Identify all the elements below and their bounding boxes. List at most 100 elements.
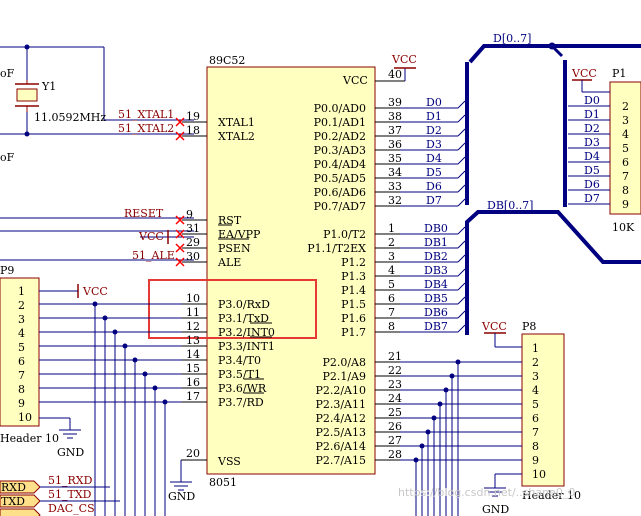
p1-vcc-label: VCC bbox=[571, 67, 597, 80]
d-net-label: D4 bbox=[426, 152, 442, 165]
mcu-right-pin-number: 4 bbox=[388, 264, 395, 277]
mcu-right-pin-name: P2.7/A15 bbox=[315, 454, 366, 467]
mcu-body[interactable] bbox=[206, 66, 376, 475]
mcu-comment: 8051 bbox=[209, 476, 237, 489]
bus-entry bbox=[457, 198, 466, 207]
p9-pin-number: 5 bbox=[18, 341, 25, 354]
mcu-vcc-pin-name: VCC bbox=[342, 74, 368, 87]
mcu-left-pin-number: 18 bbox=[186, 124, 200, 137]
bus-entry bbox=[457, 142, 466, 151]
mcu-right-pin-number: 34 bbox=[388, 166, 402, 179]
mcu-left-pin-number: 19 bbox=[186, 110, 200, 123]
p8-header-body[interactable] bbox=[521, 333, 565, 487]
bus-entry bbox=[457, 324, 466, 333]
mcu-left-pin-name: XTAL2 bbox=[218, 130, 255, 143]
mcu-left-pin-number: 14 bbox=[186, 348, 200, 361]
p1-header-body[interactable] bbox=[609, 81, 641, 215]
crystal-y1[interactable] bbox=[15, 80, 39, 112]
mcu-left-pin-name: P3.4/T0 bbox=[218, 354, 261, 367]
net-dac-cs: DAC_CS bbox=[48, 502, 95, 515]
mcu-right-pin-name: P1.1/T2EX bbox=[307, 242, 366, 255]
mcu-right-pin-number: 39 bbox=[388, 96, 402, 109]
mcu-right-pin-number: 24 bbox=[388, 392, 402, 405]
p8-pin-number: 8 bbox=[532, 440, 539, 453]
net-vcc-ea: VCC bbox=[138, 230, 164, 243]
p8-comment: Header 10 bbox=[522, 489, 581, 502]
p8-vcc-label: VCC bbox=[481, 320, 507, 333]
bus-d-top bbox=[468, 44, 641, 64]
p1-pin-number: 7 bbox=[622, 170, 629, 183]
cap-label-bottom: oF bbox=[0, 151, 15, 164]
p9-pin-number: 8 bbox=[18, 383, 25, 396]
mcu-right-pin-number: 25 bbox=[388, 406, 402, 419]
port-tag-txd-text: TXD bbox=[1, 495, 25, 508]
gnd-symbol bbox=[59, 429, 81, 439]
p9-designator: P9 bbox=[0, 264, 14, 277]
mcu-right-pin-name: P0.3/AD3 bbox=[314, 144, 366, 157]
p8-gnd-label: GND bbox=[482, 503, 509, 516]
mcu-left-pin-number: 29 bbox=[186, 236, 200, 249]
port-tag-txd[interactable]: TXD bbox=[0, 494, 41, 508]
d-net-label: D0 bbox=[426, 96, 442, 109]
bus-entry bbox=[457, 254, 466, 263]
net-51-txd: 51_TXD bbox=[48, 488, 92, 501]
mcu-right-pin-number: 22 bbox=[388, 364, 402, 377]
d-net-label: D5 bbox=[426, 166, 442, 179]
p1-pin-number: 5 bbox=[622, 142, 629, 155]
db-net-label: DB0 bbox=[424, 222, 448, 235]
bus-entry bbox=[457, 128, 466, 137]
mcu-right-pin-number: 36 bbox=[388, 138, 402, 151]
p8-pin-number: 2 bbox=[532, 356, 539, 369]
p1-value: 10K bbox=[612, 221, 635, 234]
bus-entry bbox=[457, 268, 466, 277]
mcu-right-pin-name: P0.1/AD1 bbox=[314, 116, 366, 129]
mcu-left-pin-name: P3.3/INT1 bbox=[218, 340, 275, 353]
p8-pin-number: 1 bbox=[532, 342, 539, 355]
mcu-vcc-pin-number: 40 bbox=[388, 68, 402, 81]
mcu-right-pin-name: P2.2/A10 bbox=[315, 384, 366, 397]
net-xtal1: 51_XTAL1 bbox=[118, 108, 174, 121]
db-net-label: DB1 bbox=[424, 236, 448, 249]
d-net-label: D1 bbox=[426, 110, 442, 123]
bus-db-label: DB[0..7] bbox=[487, 199, 533, 212]
p1-net-label: D2 bbox=[584, 122, 600, 135]
p1-net-label: D7 bbox=[584, 192, 600, 205]
junction bbox=[24, 44, 30, 50]
mcu-right-pin-number: 8 bbox=[388, 320, 395, 333]
p9-header-body[interactable] bbox=[0, 277, 40, 427]
p8-pin-number: 7 bbox=[532, 426, 539, 439]
d-net-label: D6 bbox=[426, 180, 442, 193]
mcu-vss-pin-number: 20 bbox=[186, 447, 200, 460]
port-tag-rxd-text: RXD bbox=[1, 481, 26, 494]
mcu-right-pin-number: 37 bbox=[388, 124, 402, 137]
db-net-label: DB2 bbox=[424, 250, 448, 263]
mcu-right-pin-name: P0.0/AD0 bbox=[314, 102, 366, 115]
port-tag-dac[interactable] bbox=[0, 508, 41, 516]
mcu-right-pin-number: 6 bbox=[388, 292, 395, 305]
port-tag-rxd[interactable]: RXD bbox=[0, 480, 41, 494]
bus-entry bbox=[457, 170, 466, 179]
p8-pin-number: 10 bbox=[532, 468, 546, 481]
db-net-label: DB3 bbox=[424, 264, 448, 277]
mcu-left-pin-name: PSEN bbox=[218, 242, 251, 255]
mcu-right-pin-number: 23 bbox=[388, 378, 402, 391]
mcu-right-pin-name: P2.3/A11 bbox=[315, 398, 366, 411]
mcu-right-pin-number: 38 bbox=[388, 110, 402, 123]
db-net-label: DB5 bbox=[424, 292, 448, 305]
p9-pin-number: 4 bbox=[18, 327, 25, 340]
watermark: https://blog.csdn.net/..shane0_0 bbox=[398, 486, 576, 499]
p9-pin-number: 1 bbox=[18, 285, 25, 298]
mcu-left-pin-name: P3.6/WR bbox=[218, 382, 267, 395]
net-ale: 51_ALE bbox=[132, 249, 175, 262]
mcu-left-pin-name: P3.2/INT0 bbox=[218, 326, 275, 339]
d-net-label: D2 bbox=[426, 124, 442, 137]
mcu-right-pin-number: 28 bbox=[388, 448, 402, 461]
highlight-box[interactable] bbox=[148, 279, 317, 339]
mcu-right-pin-name: P1.7 bbox=[341, 326, 366, 339]
mcu-left-pin-number: 9 bbox=[186, 208, 193, 221]
p9-vcc-label: VCC bbox=[82, 285, 108, 298]
bus-db bbox=[465, 210, 641, 335]
mcu-designator: 89C52 bbox=[209, 54, 245, 67]
mcu-right-pin-name: P0.5/AD5 bbox=[314, 172, 366, 185]
